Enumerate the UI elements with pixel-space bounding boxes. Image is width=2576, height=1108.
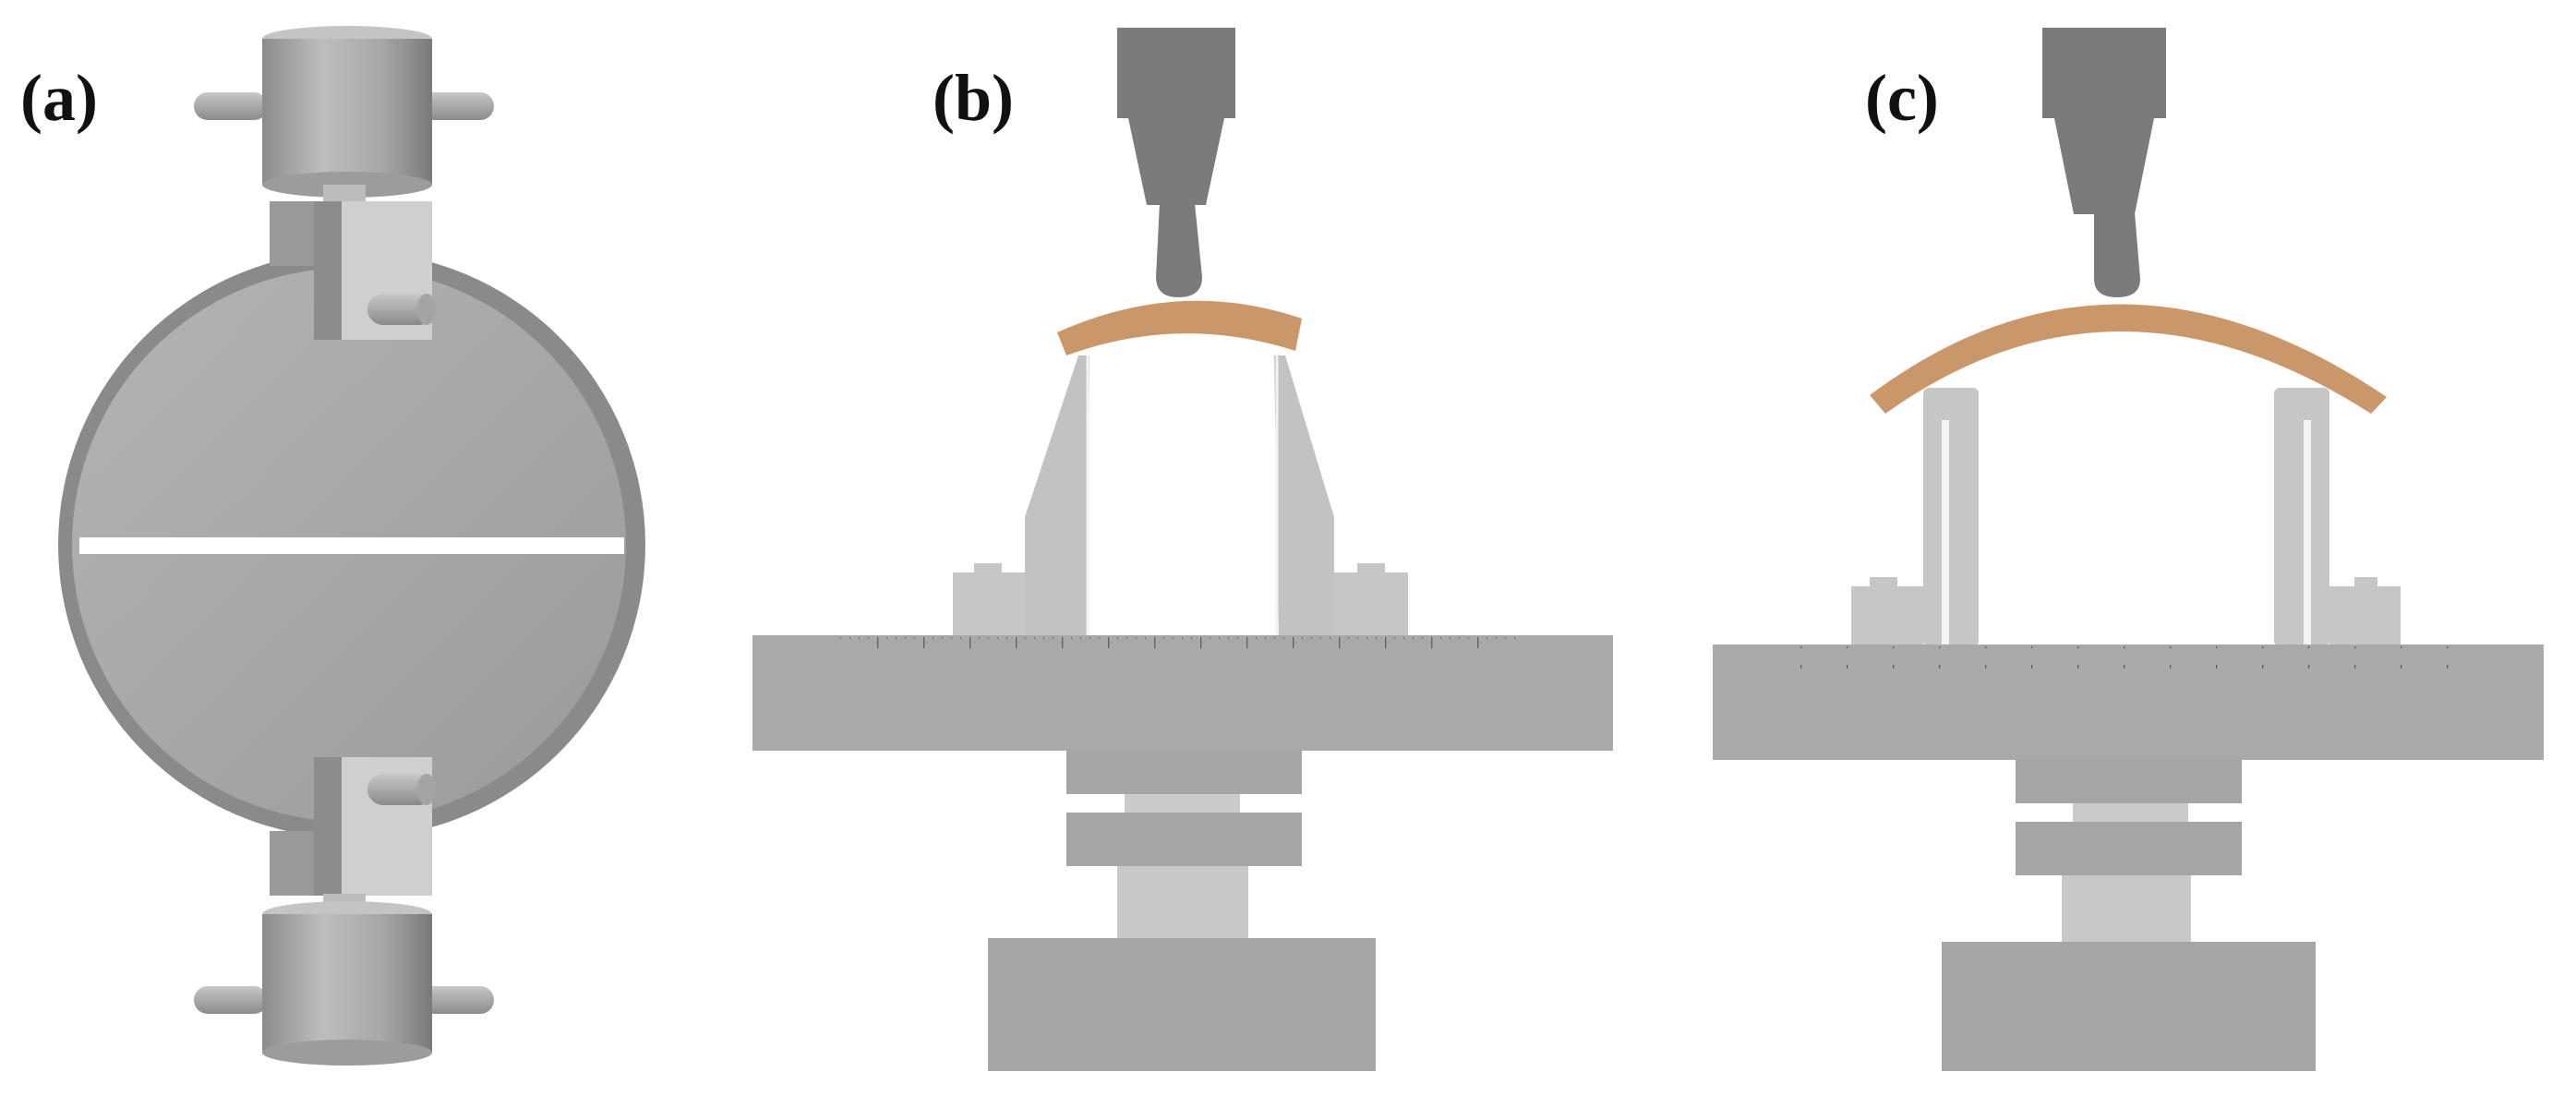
disc-specimen	[58, 251, 645, 838]
punch-taper-b	[1128, 118, 1224, 205]
bottom-jaw-bolt-head	[417, 774, 436, 805]
specimen-strip-b	[1057, 300, 1302, 355]
top-pin-left	[194, 92, 268, 120]
panel-label-b: (b)	[933, 61, 1014, 135]
stand-foot-c	[1942, 942, 2316, 1071]
top-jaw-bolt	[367, 294, 434, 325]
stand-upper-b	[1066, 750, 1302, 794]
top-jaw-plate	[314, 201, 342, 340]
scale-major-ticks-b	[836, 637, 1519, 659]
support-left-slot-c	[1942, 420, 1949, 646]
support-right-c	[2274, 388, 2329, 646]
specimen-strip-c	[1870, 304, 2387, 414]
support-foot-right-c	[2329, 577, 2401, 646]
bottom-pin-left	[194, 986, 268, 1014]
bottom-grip	[194, 894, 494, 1066]
disc-center-slit	[79, 537, 624, 554]
punch-taper-c	[2054, 118, 2154, 214]
panel-b-bending-fixture	[752, 28, 1613, 1071]
top-pin-right	[420, 92, 494, 120]
punch-tip-b	[1156, 203, 1202, 297]
bottom-pin-right	[420, 986, 494, 1014]
support-left-b	[1025, 355, 1089, 637]
stand-neck-c	[2073, 803, 2188, 822]
stand-post-c	[2062, 875, 2191, 942]
support-left-c	[1923, 388, 1979, 646]
support-foot-right-b	[1334, 563, 1408, 637]
top-cylinder-body	[262, 39, 432, 185]
support-foot-left-c	[1851, 577, 1923, 646]
support-right-slot-c	[2304, 420, 2311, 646]
stand-foot-b	[988, 938, 1376, 1071]
stand-neck-b	[1125, 794, 1240, 813]
panel-c-bending-fixture	[1713, 28, 2544, 1071]
loading-punch-c	[2042, 28, 2166, 297]
scale-major-ticks-c	[1796, 646, 2461, 668]
bottom-cylinder-bottom	[262, 1040, 432, 1066]
punch-tip-c	[2094, 212, 2140, 297]
punch-head-b	[1117, 28, 1235, 118]
panel-a-brazilian-disc	[58, 26, 645, 1066]
punch-head-c	[2042, 28, 2166, 118]
top-grip	[194, 26, 494, 207]
stand-upper-c	[2016, 759, 2242, 803]
panel-label-a: (a)	[20, 61, 98, 135]
bottom-clamp-jaw	[270, 757, 436, 896]
bottom-cylinder-body	[262, 914, 432, 1053]
support-right-b	[1274, 355, 1334, 637]
panel-label-c: (c)	[1865, 61, 1939, 135]
bottom-jaw-plate	[314, 757, 342, 896]
support-foot-left-b	[953, 563, 1025, 637]
bottom-jaw-bolt	[367, 774, 434, 805]
top-jaw-bolt-head	[417, 294, 436, 325]
stand-ring-b	[1066, 813, 1302, 866]
top-clamp-jaw	[270, 201, 436, 340]
stand-ring-c	[2016, 822, 2242, 875]
stand-post-b	[1117, 866, 1248, 938]
loading-punch-b	[1117, 28, 1235, 297]
